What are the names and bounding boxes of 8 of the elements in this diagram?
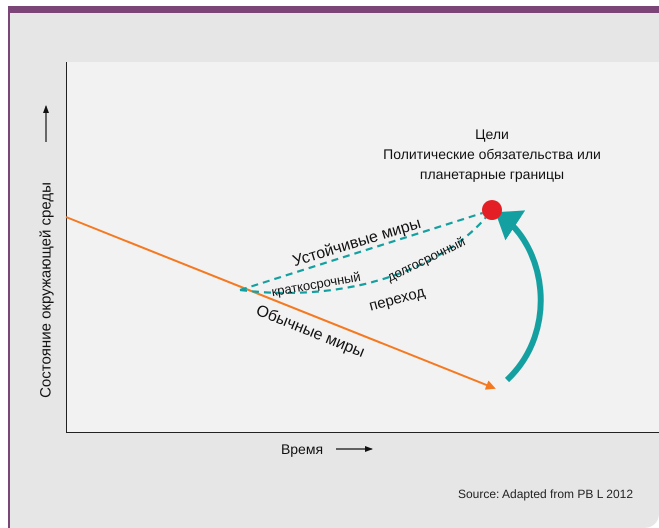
goal-heading: Цели: [474, 125, 510, 144]
axis-label: Время: [280, 441, 324, 457]
goal-description: Политические обязательства или планетарные границы: [382, 145, 602, 184]
target-dot: [482, 200, 502, 220]
source-note: Source: Adapted from PB L 2012: [458, 487, 633, 501]
axis-label: Состояние окружающей среды: [38, 182, 54, 398]
curved-arrow: [496, 212, 544, 382]
pathway-label: переход: [367, 283, 427, 315]
